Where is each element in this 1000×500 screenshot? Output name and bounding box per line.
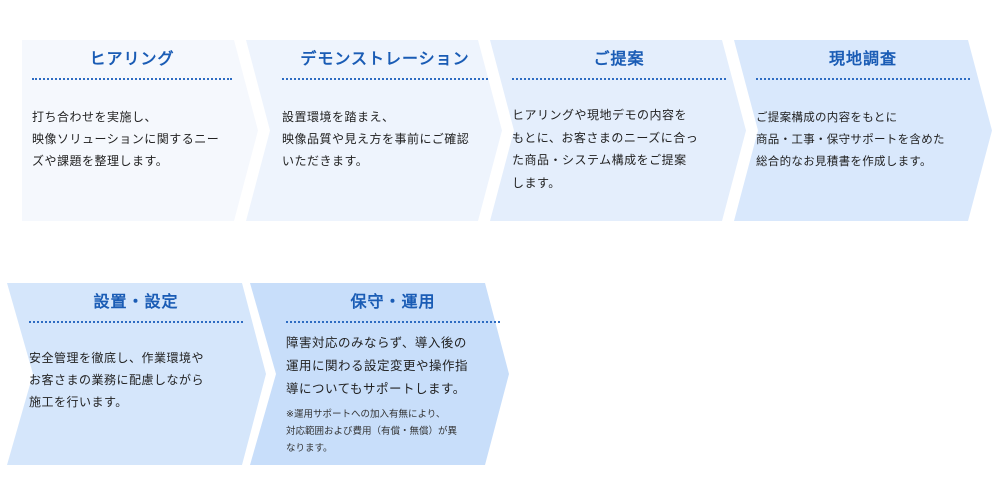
step-title: デモンストレーション [300,49,470,68]
step-description: 設置環境を踏まえ、 映像品質や見え方を事前にご確認 いただきます。 [282,110,470,168]
dotted-divider [282,78,488,80]
step-hearing: ヒアリング 打ち合わせを実施し、 映像ソリューションに関するニー ズや課題を整理… [22,40,258,221]
arrow-shape [246,40,502,221]
dotted-divider [29,321,243,323]
step-description: ヒアリングや現地デモの内容を もとに、お客さまのニーズに合っ た商品・システム構… [512,108,699,190]
step-site-survey: 現地調査 ご提案構成の内容をもとに 商品・工事・保守サポートを含めた 総合的なお… [734,40,992,221]
dotted-divider [756,78,970,80]
step-description: 打ち合わせを実施し、 映像ソリューションに関するニー ズや課題を整理します。 [32,110,220,168]
dotted-divider [32,78,232,80]
step-description: ご提案構成の内容をもとに 商品・工事・保守サポートを含めた 総合的なお見積書を作… [756,110,945,168]
arrow-shape [7,283,266,465]
step-description: 障害対応のみならず、導入後の 運用に関わる設定変更や操作指 導についてもサポート… [286,335,469,396]
step-title: ヒアリング [89,49,175,68]
step-demonstration: デモンストレーション 設置環境を踏まえ、 映像品質や見え方を事前にご確認 いただ… [246,40,502,221]
step-description: 安全管理を徹底し、作業環境や お客さまの業務に配慮しながら 施工を行います。 [29,351,205,409]
step-title: 設置・設定 [93,292,179,311]
step-installation: 設置・設定 安全管理を徹底し、作業環境や お客さまの業務に配慮しながら 施工を行… [7,283,266,465]
arrow-shape-first [22,40,258,221]
step-note: ※運用サポートへの加入有無により、 対応範囲および費用（有償・無償）が異 なりま… [286,409,458,454]
step-title: 保守・運用 [350,292,436,311]
step-proposal: ご提案 ヒアリングや現地デモの内容を もとに、お客さまのニーズに合っ た商品・シ… [490,40,746,221]
step-title: 現地調査 [828,49,897,68]
arrow-shape [490,40,746,221]
arrow-shape [250,283,509,465]
dotted-divider [512,78,726,80]
step-title: ご提案 [593,49,645,68]
arrow-shape-last [734,40,992,221]
step-maintenance: 保守・運用 障害対応のみならず、導入後の 運用に関わる設定変更や操作指 導につい… [250,283,509,465]
dotted-divider [286,321,500,323]
